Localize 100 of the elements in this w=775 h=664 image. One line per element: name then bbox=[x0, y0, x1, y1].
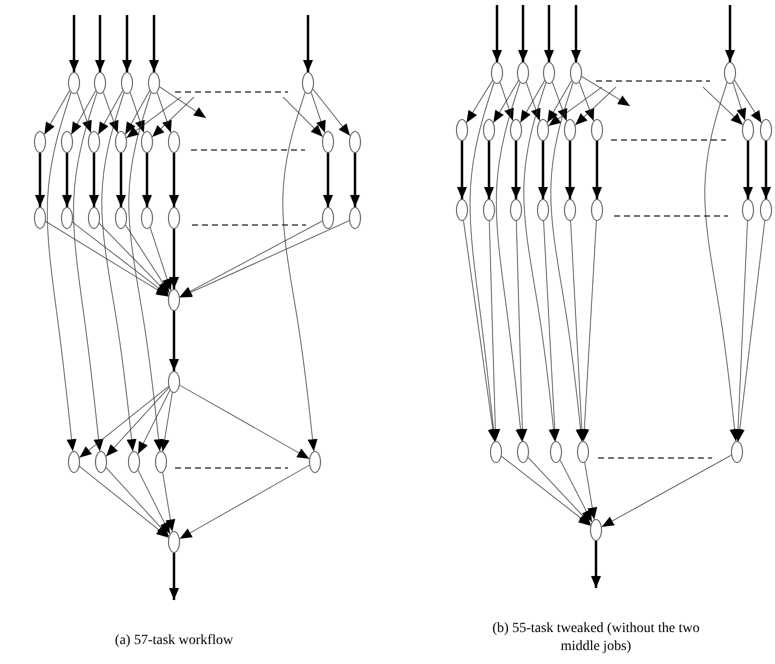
ellipse-node bbox=[456, 119, 468, 141]
ellipse-node bbox=[510, 199, 522, 221]
arrow bbox=[518, 5, 528, 62]
ellipse-node bbox=[731, 441, 743, 463]
ellipse-node bbox=[34, 131, 46, 153]
ellipse-node bbox=[570, 62, 582, 84]
arrow bbox=[511, 141, 521, 199]
ellipse-node bbox=[88, 131, 100, 153]
arrow bbox=[526, 82, 540, 122]
arrow bbox=[743, 141, 753, 199]
ellipse-node bbox=[490, 441, 502, 463]
ellipse-node bbox=[491, 62, 503, 84]
arrow bbox=[538, 141, 548, 199]
arrow bbox=[571, 5, 581, 62]
arrow bbox=[79, 466, 169, 538]
ellipse-node bbox=[168, 131, 180, 153]
ellipse-node bbox=[543, 62, 555, 84]
arrow bbox=[457, 141, 467, 199]
ellipse-node bbox=[155, 451, 167, 473]
ellipse-node bbox=[322, 131, 334, 153]
arrow bbox=[484, 141, 494, 199]
ellipse-node bbox=[115, 207, 127, 229]
arrow bbox=[138, 390, 170, 454]
arrow bbox=[601, 454, 732, 528]
arrow bbox=[310, 92, 326, 133]
ellipse-node bbox=[349, 131, 361, 153]
ellipse-node bbox=[517, 441, 529, 463]
arrow bbox=[520, 80, 545, 123]
arrow bbox=[303, 15, 313, 72]
arrow bbox=[101, 92, 137, 452]
arrow bbox=[734, 80, 762, 124]
arrow bbox=[138, 470, 170, 534]
ellipse-node bbox=[456, 199, 468, 221]
ellipse-node bbox=[760, 119, 772, 141]
ellipse-node bbox=[564, 119, 576, 141]
arrow bbox=[150, 227, 172, 291]
ellipse-node bbox=[517, 62, 529, 84]
arrow bbox=[579, 82, 594, 122]
ellipse-node bbox=[349, 207, 361, 229]
arrow bbox=[152, 96, 194, 138]
arrow bbox=[761, 141, 771, 199]
arrow bbox=[581, 76, 630, 106]
arrow bbox=[702, 86, 744, 126]
arrow bbox=[516, 220, 528, 442]
ellipse-node bbox=[724, 62, 736, 84]
arrow bbox=[169, 553, 179, 600]
ellipse-node bbox=[168, 531, 180, 553]
arrow bbox=[488, 220, 500, 442]
arrow bbox=[560, 460, 592, 522]
arrow bbox=[734, 220, 766, 442]
arrow bbox=[72, 222, 169, 296]
ellipse-node bbox=[95, 451, 107, 473]
ellipse-node bbox=[68, 72, 80, 94]
figure-caption: (a) 57-task workflow bbox=[114, 632, 234, 650]
arrow bbox=[732, 82, 746, 121]
arrow bbox=[45, 221, 169, 297]
arrow bbox=[98, 90, 124, 135]
ellipse-node bbox=[322, 207, 334, 229]
arrow bbox=[35, 153, 45, 207]
ellipse-node bbox=[302, 72, 314, 94]
ellipse-node bbox=[168, 371, 180, 393]
arrow bbox=[159, 86, 206, 118]
arrow bbox=[282, 92, 318, 452]
ellipse-node bbox=[564, 199, 576, 221]
ellipse-node bbox=[537, 199, 549, 221]
arrow bbox=[733, 220, 748, 442]
arrow bbox=[142, 153, 152, 207]
arrow bbox=[44, 90, 70, 135]
ellipse-node bbox=[121, 72, 133, 94]
arrow bbox=[149, 15, 159, 72]
arrow bbox=[79, 386, 169, 458]
arrow bbox=[565, 141, 575, 199]
ellipse-node bbox=[128, 451, 140, 473]
ellipse-node bbox=[590, 519, 602, 541]
ellipse-node bbox=[61, 207, 73, 229]
arrow bbox=[323, 153, 333, 207]
arrow bbox=[312, 88, 350, 136]
arrow bbox=[548, 86, 602, 126]
arrow bbox=[73, 92, 104, 452]
ellipse-node bbox=[510, 119, 522, 141]
ellipse-node bbox=[148, 72, 160, 94]
arrow bbox=[547, 80, 572, 123]
arrow bbox=[552, 82, 568, 122]
ellipse-node bbox=[168, 207, 180, 229]
arrow bbox=[124, 90, 150, 135]
ellipse-node bbox=[591, 119, 603, 141]
arrow bbox=[179, 220, 350, 298]
ellipse-node bbox=[141, 207, 153, 229]
arrow bbox=[89, 153, 99, 207]
arrow bbox=[282, 96, 324, 138]
arrow bbox=[130, 92, 145, 133]
ellipse-node bbox=[537, 119, 549, 141]
arrow bbox=[179, 464, 310, 540]
arrow bbox=[69, 15, 79, 72]
arrow bbox=[493, 80, 519, 123]
ellipse-node bbox=[168, 289, 180, 311]
ellipse-node bbox=[550, 441, 562, 463]
arrow bbox=[106, 467, 170, 537]
arrow bbox=[592, 141, 602, 199]
arrow bbox=[463, 220, 498, 442]
